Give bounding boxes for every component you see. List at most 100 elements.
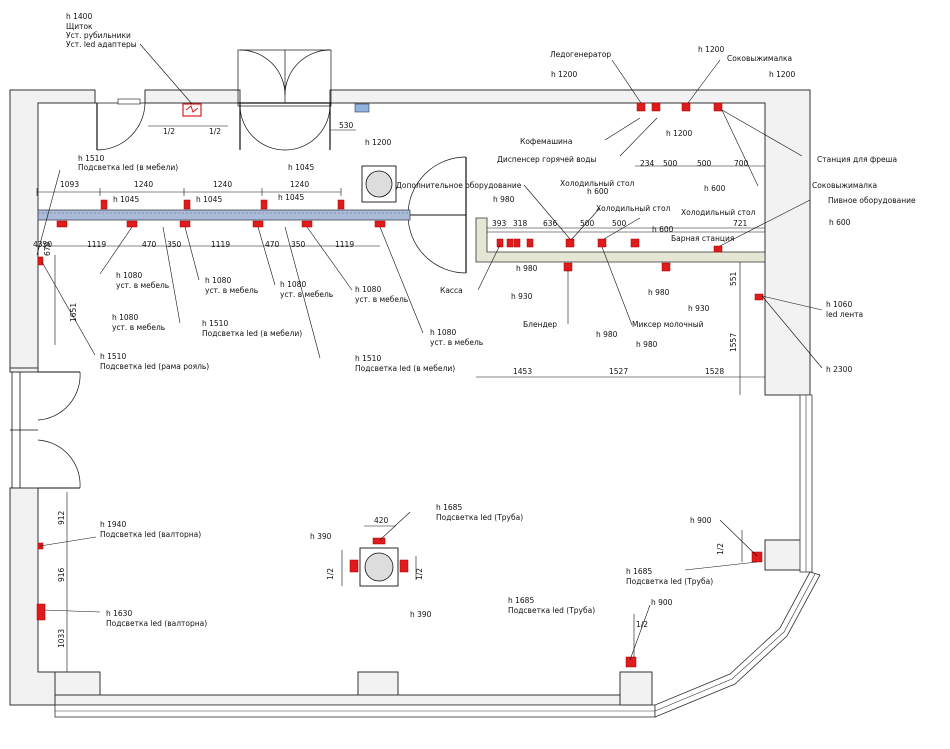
h1045-label: h 1045 bbox=[288, 163, 314, 172]
h1045-label: h 1045 bbox=[113, 195, 139, 204]
h1510-label: h 1510 bbox=[100, 352, 126, 361]
dim-text: 1/2 bbox=[716, 543, 725, 555]
h1200-label: h 1200 bbox=[551, 70, 577, 79]
led-strip-label: led лента bbox=[826, 310, 863, 319]
led-horn-label: Подсветка led (валторна) bbox=[100, 530, 201, 539]
dim-text: 1119 bbox=[87, 240, 106, 249]
dim-text: 500 bbox=[612, 219, 627, 228]
dim-text: 636 bbox=[543, 219, 558, 228]
dim-text: 1527 bbox=[609, 367, 628, 376]
blender-label: Блендер bbox=[523, 320, 557, 329]
led-furn-label-1: Подсветка led (в мебели) bbox=[78, 163, 178, 172]
h1045-label: h 1045 bbox=[196, 195, 222, 204]
led-pipe-label: Подсветка led (Труба) bbox=[508, 606, 595, 615]
dim-text: 500 bbox=[697, 159, 712, 168]
fresh-station-label: Станция для фреша bbox=[817, 155, 897, 164]
leaders bbox=[36, 43, 823, 661]
dim-text: 916 bbox=[57, 567, 66, 582]
dim-text: 420 bbox=[374, 516, 389, 525]
dim-text: 1/2 bbox=[163, 127, 175, 136]
h980-label: h 980 bbox=[493, 195, 515, 204]
h2300-label: h 2300 bbox=[826, 365, 852, 374]
hot-water-label: Диспенсер горячей воды bbox=[497, 155, 596, 164]
panel-label: Щиток bbox=[66, 22, 93, 31]
dim-text: 350 bbox=[291, 240, 306, 249]
h1080-label: h 1080 bbox=[355, 285, 381, 294]
dim-text: 679 bbox=[43, 241, 52, 256]
dim-text: 350 bbox=[167, 240, 182, 249]
h980-label: h 980 bbox=[596, 330, 618, 339]
milkshake-label: Миксер молочный bbox=[632, 320, 704, 329]
cash-label: Касса bbox=[440, 286, 463, 295]
h390-label: h 390 bbox=[310, 532, 332, 541]
dim-text: 1557 bbox=[729, 333, 738, 352]
panel-height: h 1400 bbox=[66, 12, 92, 21]
cold-table-label: Холодильный стол bbox=[596, 204, 671, 213]
h930-label: h 930 bbox=[688, 304, 710, 313]
dim-text: 1/2 bbox=[415, 568, 424, 580]
dim-text: 470 bbox=[142, 240, 157, 249]
led-furn-label: Подсветка led (в мебели) bbox=[202, 329, 302, 338]
walls bbox=[9, 89, 821, 718]
dim-text: 1033 bbox=[57, 629, 66, 648]
dim-text: 234 bbox=[640, 159, 655, 168]
led-horn-label: Подсветка led (валторна) bbox=[106, 619, 207, 628]
h1685-label: h 1685 bbox=[626, 567, 652, 576]
led-furn-label: Подсветка led (в мебели) bbox=[355, 364, 455, 373]
coffee-machine-label: Кофемашина bbox=[520, 137, 572, 146]
juicer-label: Соковыжималка bbox=[812, 181, 877, 190]
dim-text: 1/2 bbox=[209, 127, 221, 136]
panel-breakers: Уст. рубильники bbox=[66, 31, 131, 40]
dimension-lines bbox=[36, 125, 765, 672]
h390-label: h 390 bbox=[410, 610, 432, 619]
h980-label: h 980 bbox=[516, 264, 538, 273]
cold-table-label: Холодильный стол bbox=[681, 208, 756, 217]
dim-text: 1528 bbox=[705, 367, 724, 376]
dim-text: 912 bbox=[57, 510, 66, 525]
furniture bbox=[37, 103, 766, 587]
h1685-label: h 1685 bbox=[508, 596, 534, 605]
dim-text: 1/2 bbox=[636, 620, 648, 629]
h1510-label: h 1510 bbox=[355, 354, 381, 363]
extra-equipment-label: Дополнительное оборудование bbox=[396, 181, 522, 190]
h1510-label: h 1510 bbox=[202, 319, 228, 328]
dim-text: 1453 bbox=[513, 367, 532, 376]
h980-label: h 980 bbox=[636, 340, 658, 349]
h980-label: h 980 bbox=[648, 288, 670, 297]
dim-text: 4350 bbox=[33, 240, 52, 249]
h1940-label: h 1940 bbox=[100, 520, 126, 529]
h1080-label: h 1080 bbox=[205, 276, 231, 285]
led-furn-height-1: h 1510 bbox=[78, 154, 104, 163]
beer-equipment-label: Пивное оборудование bbox=[828, 196, 916, 205]
h1200-label: h 1200 bbox=[365, 138, 391, 147]
h900-label: h 900 bbox=[651, 598, 673, 607]
dim-text: 530 bbox=[339, 121, 354, 130]
dim-text: 1240 bbox=[213, 180, 232, 189]
h1200-label: h 1200 bbox=[769, 70, 795, 79]
panel-adapters: Уст. led адаптеры bbox=[66, 40, 137, 49]
dim-text: 1119 bbox=[211, 240, 230, 249]
furn-install-label: уст. в мебель bbox=[355, 295, 408, 304]
led-pipe-label: Подсветка led (Труба) bbox=[626, 577, 713, 586]
h1200-label: h 1200 bbox=[666, 129, 692, 138]
h1080-label: h 1080 bbox=[116, 271, 142, 280]
h1080-label: h 1080 bbox=[430, 328, 456, 337]
h900-label: h 900 bbox=[690, 516, 712, 525]
h1200-label: h 1200 bbox=[698, 45, 724, 54]
furn-install-label: уст. в мебель bbox=[430, 338, 483, 347]
juicer-label: Соковыжималка bbox=[727, 54, 792, 63]
doors bbox=[10, 49, 467, 489]
dim-text: 500 bbox=[663, 159, 678, 168]
dim-text: 393 bbox=[492, 219, 507, 228]
furn-install-label: уст. в мебель bbox=[280, 290, 333, 299]
dim-text: 721 bbox=[733, 219, 748, 228]
cold-table-label: Холодильный стол bbox=[560, 179, 635, 188]
dim-text: 1119 bbox=[335, 240, 354, 249]
h1080-label: h 1080 bbox=[280, 280, 306, 289]
dim-text: 1651 bbox=[69, 303, 78, 322]
h930-label: h 930 bbox=[511, 292, 533, 301]
h1630-label: h 1630 bbox=[106, 609, 132, 618]
dim-text: 1093 bbox=[60, 180, 79, 189]
